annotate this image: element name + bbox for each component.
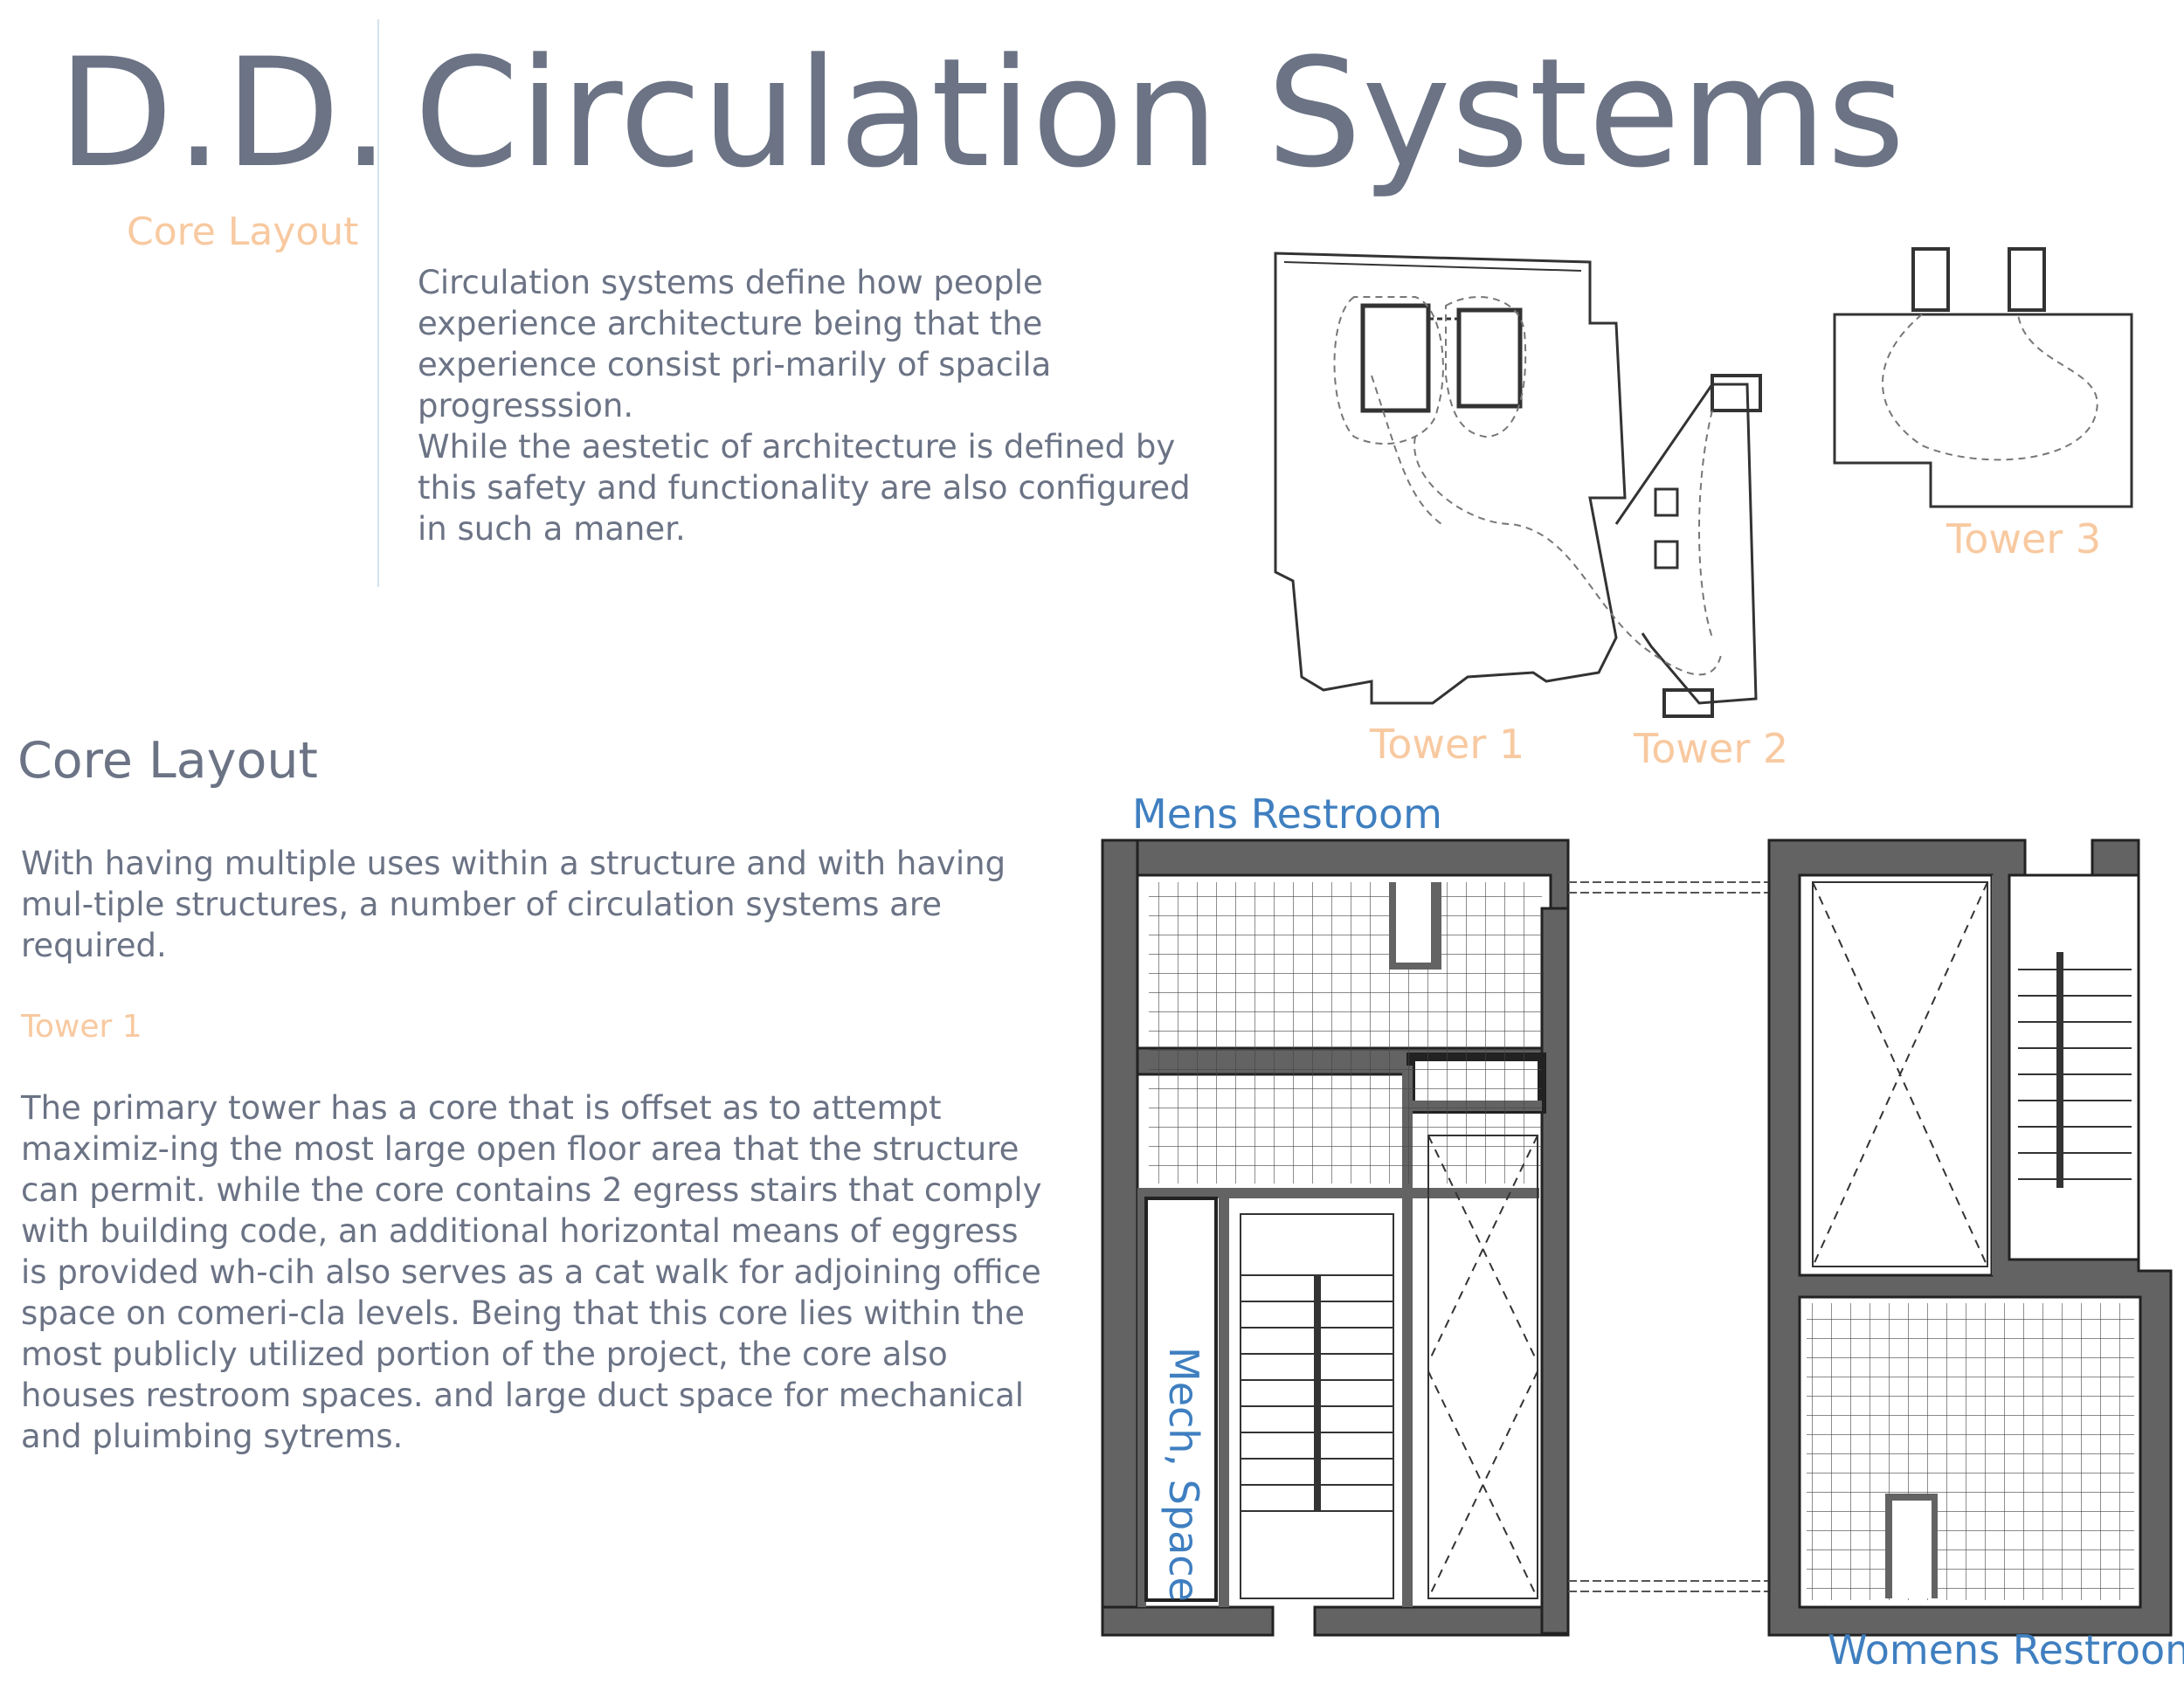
mech-space-label: Mech, Space xyxy=(1160,1347,1207,1602)
page-title: Circulation Systems xyxy=(414,25,1905,201)
core-layout-heading: Core Layout xyxy=(17,732,318,790)
site-plan-drawing xyxy=(1274,247,2133,718)
intro-paragraph-2: While the aestetic of architecture is de… xyxy=(418,428,1191,548)
core-layout-body: With having multiple uses within a struc… xyxy=(21,843,1052,1497)
mens-restroom-label: Mens Restroom xyxy=(1132,790,1442,838)
intro-text: Circulation systems define how people ex… xyxy=(418,262,1230,549)
side-subtitle: Core Layout xyxy=(127,210,359,254)
core-floor-plan xyxy=(1101,839,2173,1637)
site-label-tower-1: Tower 1 xyxy=(1370,721,1525,768)
dd-title: D.D. xyxy=(58,25,392,201)
header-divider xyxy=(377,19,379,587)
body-paragraph-1: With having multiple uses within a struc… xyxy=(21,845,1006,964)
tower-1-subheading: Tower 1 xyxy=(21,1009,142,1045)
body-paragraph-2: The primary tower has a core that is off… xyxy=(21,1089,1042,1455)
womens-restroom-label: Womens Restroom xyxy=(1828,1626,2184,1674)
intro-paragraph-1: Circulation systems define how people ex… xyxy=(418,264,1052,424)
site-label-tower-3: Tower 3 xyxy=(1946,515,2102,562)
site-label-tower-2: Tower 2 xyxy=(1634,725,1789,772)
